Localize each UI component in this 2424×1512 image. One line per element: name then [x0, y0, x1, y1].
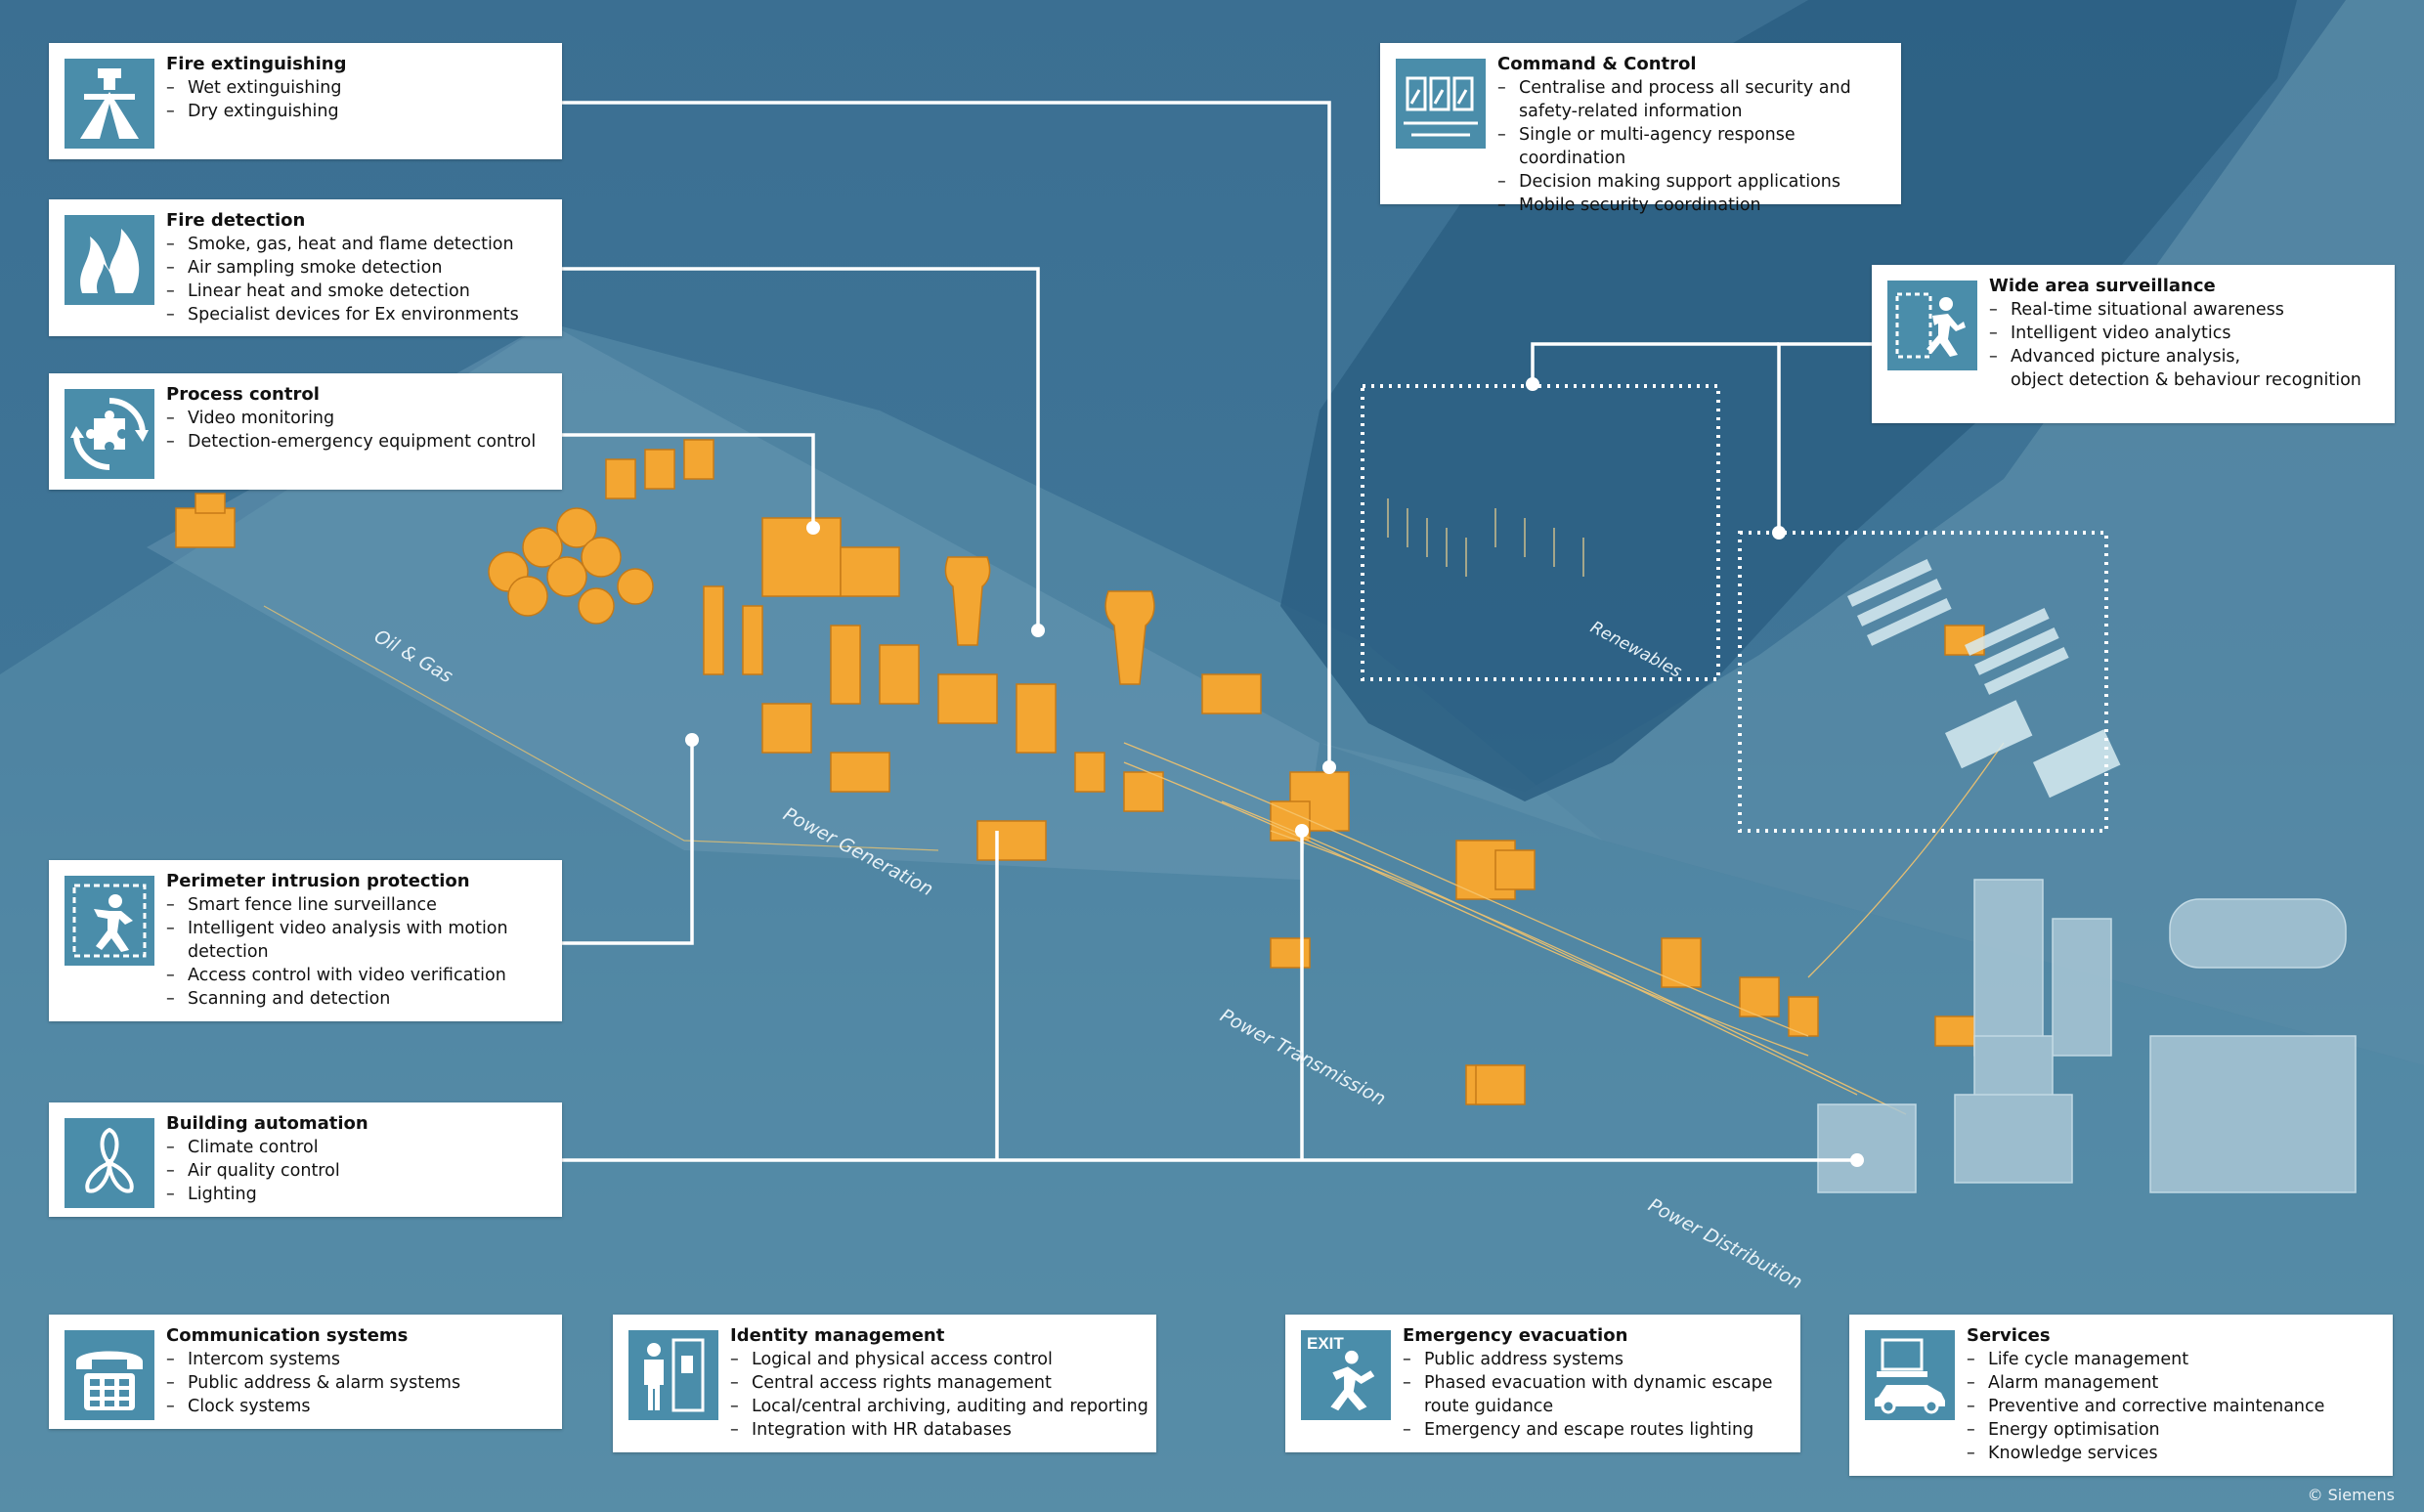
list-item: Linear heat and smoke detection: [166, 280, 554, 303]
list-item: Public address & alarm systems: [166, 1371, 554, 1395]
control-room-icon: [1396, 59, 1486, 149]
list-item: Air quality control: [166, 1159, 554, 1183]
list-item: Life cycle management: [1967, 1348, 2385, 1371]
intruder-fence-icon: [65, 876, 154, 966]
list-item: route guidance: [1424, 1397, 1554, 1416]
list-item: Knowledge services: [1967, 1442, 2385, 1465]
list-item: Energy optimisation: [1967, 1418, 2385, 1442]
list-item: Specialist devices for Ex environments: [166, 303, 554, 326]
list-item: Intercom systems: [166, 1348, 554, 1371]
list-item: Local/central archiving, auditing and re…: [730, 1395, 1148, 1418]
list-item: object detection & behaviour recognition: [2011, 370, 2361, 390]
card-services: Services Life cycle management Alarm man…: [1849, 1315, 2393, 1476]
list-item: Lighting: [166, 1183, 554, 1206]
card-title: Identity management: [730, 1325, 945, 1346]
flame-icon: [65, 215, 154, 305]
card-fire-detection: Fire detection Smoke, gas, heat and flam…: [49, 199, 562, 336]
computer-car-icon: [1865, 1330, 1955, 1420]
card-fire-extinguishing: Fire extinguishing Wet extinguishingDry …: [49, 43, 562, 159]
card-title: Fire extinguishing: [166, 54, 347, 74]
card-identity-management: Identity management Logical and physical…: [613, 1315, 1156, 1452]
card-title: Fire detection: [166, 210, 306, 231]
solar-panels: [1846, 558, 2121, 799]
list-item: Scanning and detection: [166, 987, 554, 1011]
list-item: Phased evacuation with dynamic escape: [1403, 1371, 1793, 1395]
list-item: Wet extinguishing: [166, 76, 554, 100]
puzzle-cycle-icon: [65, 389, 154, 479]
copyright-notice: © Siemens: [2307, 1486, 2395, 1504]
list-item: Detection-emergency equipment control: [166, 430, 554, 454]
industrial-buildings: [175, 439, 1985, 1105]
card-title: Services: [1967, 1325, 2051, 1346]
list-item: Smoke, gas, heat and flame detection: [166, 233, 554, 256]
wind-farm: [1387, 498, 1584, 577]
card-perimeter-intrusion: Perimeter intrusion protection Smart fen…: [49, 860, 562, 1021]
card-emergency-evacuation: EXIT Emergency evacuation Public address…: [1285, 1315, 1800, 1452]
connector-lines: [561, 101, 1872, 1162]
list-item: Climate control: [166, 1136, 554, 1159]
list-item: Integration with HR databases: [730, 1418, 1148, 1442]
card-command-control: Command & Control Centralise and process…: [1380, 43, 1901, 217]
list-item: Air sampling smoke detection: [166, 256, 554, 280]
list-item: Dry extinguishing: [166, 100, 554, 123]
renewables-zone-box: [1361, 384, 1720, 681]
list-item: detection: [188, 942, 269, 962]
list-item: Decision making support applications: [1497, 170, 1893, 194]
list-item: Real-time situational awareness: [1989, 298, 2387, 322]
card-title: Communication systems: [166, 1325, 409, 1346]
list-item: Smart fence line surveillance: [166, 893, 554, 917]
list-item: Public address systems: [1403, 1348, 1793, 1371]
card-title: Perimeter intrusion protection: [166, 871, 470, 891]
running-person-door-icon: [1887, 281, 1977, 370]
list-item: Access control with video verification: [166, 964, 554, 987]
list-item: Intelligent video analysis with motion: [166, 917, 554, 940]
list-item: Mobile security coordination: [1497, 194, 1893, 217]
list-item: Video monitoring: [166, 407, 554, 430]
list-item: Centralise and process all security and: [1497, 76, 1893, 100]
zone-outlines: [263, 605, 939, 851]
distribution-complex: [1817, 879, 2357, 1193]
card-title: Wide area surveillance: [1989, 276, 2216, 296]
exit-sign-label: EXIT: [1307, 1334, 1344, 1353]
list-item: Logical and physical access control: [730, 1348, 1148, 1371]
card-title: Process control: [166, 384, 320, 405]
connector-dots: [685, 377, 1864, 1167]
surveillance-zone-box: [1738, 531, 2108, 833]
telephone-icon: [65, 1330, 154, 1420]
card-title: Emergency evacuation: [1403, 1325, 1628, 1346]
list-item: Alarm management: [1967, 1371, 2385, 1395]
card-wide-area-surveillance: Wide area surveillance Real-time situati…: [1872, 265, 2395, 423]
list-item: Emergency and escape routes lighting: [1403, 1418, 1793, 1442]
card-communication-systems: Communication systems Intercom systems P…: [49, 1315, 562, 1429]
card-title: Command & Control: [1497, 54, 1697, 74]
list-item: Intelligent video analytics: [1989, 322, 2387, 345]
list-item: Clock systems: [166, 1395, 554, 1418]
list-item: Advanced picture analysis,: [1989, 345, 2387, 368]
sprinkler-icon: [65, 59, 154, 149]
card-building-automation: Building automation Climate control Air …: [49, 1102, 562, 1217]
card-process-control: Process control Video monitoringDetectio…: [49, 373, 562, 490]
list-item: Central access rights management: [730, 1371, 1148, 1395]
list-item: Single or multi-agency response coordina…: [1497, 123, 1893, 170]
list-item: Preventive and corrective maintenance: [1967, 1395, 2385, 1418]
card-title: Building automation: [166, 1113, 368, 1134]
list-item: safety-related information: [1519, 102, 1743, 121]
door-access-icon: [628, 1330, 718, 1420]
upper-land: [1320, 0, 2424, 1065]
exit-sign-icon: EXIT: [1301, 1330, 1391, 1420]
fan-icon: [65, 1118, 154, 1208]
